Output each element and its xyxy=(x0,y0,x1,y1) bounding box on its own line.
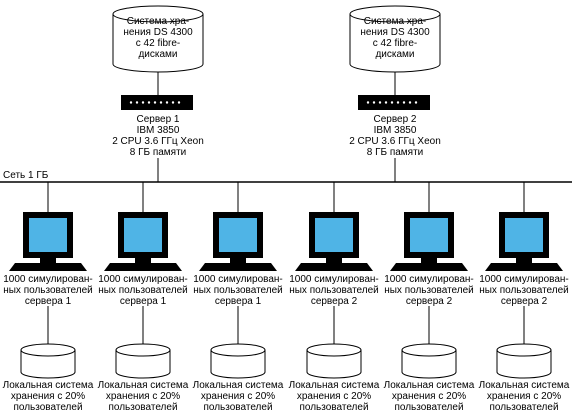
computer-icon xyxy=(9,212,87,271)
computer-icon xyxy=(104,212,182,271)
computer-icon xyxy=(485,212,563,271)
client-label: 1000 симулирован- ных пользователей серв… xyxy=(98,274,188,307)
storage-cylinder-2 xyxy=(349,5,441,73)
server-1 xyxy=(121,95,193,110)
computer-icon xyxy=(390,212,468,271)
local-storage-cylinder xyxy=(306,343,362,379)
client-4 xyxy=(295,182,373,379)
server-label-2: Сервер 2 IBM 3850 2 CPU 3.6 ГГц Xeon 8 Г… xyxy=(349,114,441,158)
local-storage-label: Локальная система хранения с 20% пользов… xyxy=(288,380,380,413)
local-storage-cylinder xyxy=(20,343,76,379)
computer-icon xyxy=(199,212,277,271)
local-storage-cylinder xyxy=(496,343,552,379)
storage-cylinder-1 xyxy=(112,5,204,73)
local-storage-label: Локальная система хранения с 20% пользов… xyxy=(192,380,284,413)
server-label-1: Сервер 1 IBM 3850 2 CPU 3.6 ГГц Xeon 8 Г… xyxy=(112,114,204,158)
client-5 xyxy=(390,182,468,379)
computer-icon xyxy=(295,212,373,271)
client-label: 1000 симулирован- ных пользователей серв… xyxy=(193,274,283,307)
local-storage-label: Локальная система хранения с 20% пользов… xyxy=(478,380,570,413)
storage-label-2: Система хра- нения DS 4300 с 42 fibre- д… xyxy=(360,16,430,60)
clients-layer xyxy=(9,182,563,379)
local-storage-cylinder xyxy=(401,343,457,379)
client-label: 1000 симулирован- ных пользователей серв… xyxy=(3,274,93,307)
client-6 xyxy=(485,182,563,379)
storage-label-1: Система хра- нения DS 4300 с 42 fibre- д… xyxy=(123,16,193,60)
server-2 xyxy=(358,95,430,110)
local-storage-label: Локальная система хранения с 20% пользов… xyxy=(2,380,94,413)
local-storage-label: Локальная система хранения с 20% пользов… xyxy=(97,380,189,413)
client-3 xyxy=(199,182,277,379)
local-storage-cylinder xyxy=(210,343,266,379)
client-label: 1000 симулирован- ных пользователей серв… xyxy=(479,274,569,307)
client-2 xyxy=(104,182,182,379)
client-1 xyxy=(9,182,87,379)
local-storage-cylinder xyxy=(115,343,171,379)
client-label: 1000 симулирован- ных пользователей серв… xyxy=(384,274,474,307)
client-label: 1000 симулирован- ных пользователей серв… xyxy=(289,274,379,307)
network-label: Сеть 1 ГБ xyxy=(3,170,49,181)
local-storage-label: Локальная система хранения с 20% пользов… xyxy=(383,380,475,413)
